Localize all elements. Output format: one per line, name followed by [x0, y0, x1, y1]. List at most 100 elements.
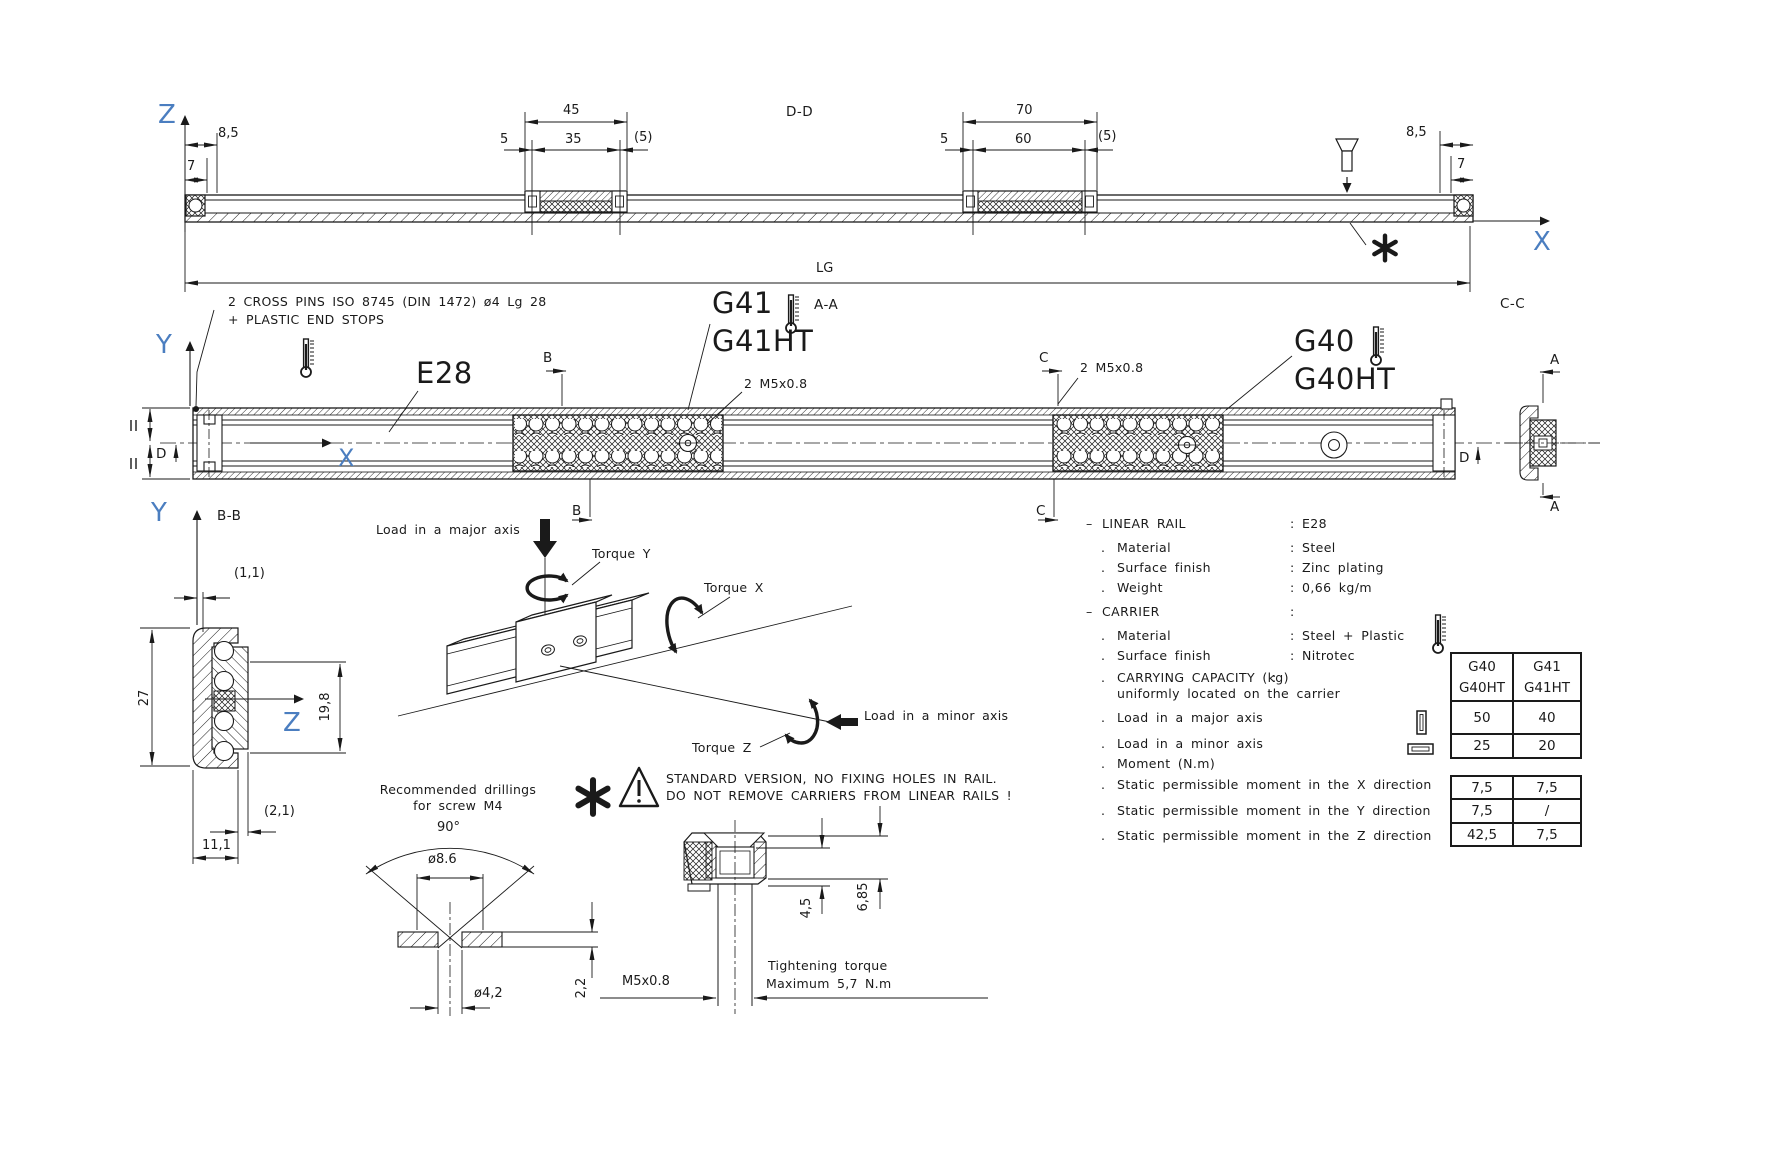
dim-4-5: 4,5 [799, 897, 815, 919]
section-markers [173, 368, 1560, 523]
torque-x-label: Torque X [704, 580, 764, 595]
top-carrier-g41 [524, 190, 628, 214]
note-cross-pins-1: 2 CROSS PINS ISO 8745 (DIN 1472) ø4 Lg 2… [228, 294, 547, 309]
spec-value: : E28 [1290, 516, 1327, 531]
dim-lg: LG [816, 261, 834, 276]
dim-5p-c2: (5) [1098, 129, 1117, 144]
top-view-dimensions [184, 112, 1474, 292]
axis-arrows-top [180, 115, 1550, 232]
torque-z-arrow [784, 698, 820, 745]
table-cell: 7,5 [1514, 777, 1580, 798]
marker-d-left: D [156, 446, 167, 462]
countersunk-screw-icon [1335, 138, 1359, 193]
asterisk-icon [1374, 236, 1395, 261]
section-bb-dimensions [140, 592, 346, 864]
table-cell: 42,5 [1452, 824, 1512, 845]
marker-d-right: D [1459, 450, 1470, 466]
spec-row: –CARRIER [1086, 604, 1160, 619]
spec-value: : Steel [1290, 540, 1336, 555]
end-view-cc [1505, 405, 1600, 481]
drilling-title-2: for screw M4 [413, 798, 503, 813]
load-major-label: Load in a major axis [376, 522, 521, 537]
front-view-rail [130, 293, 1600, 523]
torque-z-label: Torque Z [692, 740, 752, 755]
dim-2-1: (2,1) [264, 804, 295, 819]
thermometer-icon [1431, 613, 1448, 655]
dim-5-c1: 5 [500, 132, 509, 147]
spec-row: .Moment (N.m) [1101, 756, 1216, 771]
torque-x-arrow [665, 596, 704, 654]
section-label-aa: A-A [814, 297, 839, 313]
warning-line-2: DO NOT REMOVE CARRIERS FROM LINEAR RAILS… [666, 788, 1012, 803]
end-stop-left [185, 194, 206, 217]
tightening-torque-2: Maximum 5,7 N.m [766, 976, 892, 991]
axis-x-front-label: X [338, 444, 355, 472]
warning-line-1: STANDARD VERSION, NO FIXING HOLES IN RAI… [666, 771, 997, 786]
spec-row: .Material [1101, 628, 1171, 643]
table-cell: 20 [1514, 735, 1580, 757]
note-m5-2: 2 M5x0.8 [1080, 360, 1144, 375]
load-major-arrow [533, 519, 557, 558]
thermometer-icon [299, 337, 316, 379]
carrier-label-g40ht: G40HT [1294, 362, 1396, 396]
drilling-title-1: Recommended drillings [379, 782, 537, 797]
moment-table: 7,5 7,5 7,5 / 42,5 7,5 [1450, 775, 1582, 847]
dim-70: 70 [1016, 103, 1033, 118]
end-stop-right [1453, 194, 1474, 217]
leaders [193, 309, 1293, 433]
spec-value: : Zinc plating [1290, 560, 1384, 575]
section-bb-view [140, 510, 346, 864]
axis-z-bb-label: Z [283, 708, 301, 738]
major-axis-icon [1416, 710, 1427, 735]
spec-row: .CARRYING CAPACITY (kg) [1101, 670, 1289, 685]
spec-row: .Static permissible moment in the X dire… [1101, 777, 1432, 792]
load-minor-label: Load in a minor axis [864, 708, 1009, 723]
thread-label: M5x0.8 [622, 974, 670, 989]
spec-row: .Load in a major axis [1101, 710, 1264, 725]
spec-value: : Steel + Plastic [1290, 628, 1405, 643]
spec-row: .Material [1101, 540, 1171, 555]
dim-5-c2: 5 [940, 132, 949, 147]
spec-value: : Nitrotec [1290, 648, 1355, 663]
dim-5p-c1: (5) [634, 130, 653, 145]
front-end-cap-left [196, 410, 223, 477]
asterisk-icon [578, 780, 607, 814]
table-cell: 40 [1514, 702, 1580, 733]
top-carrier-g40 [962, 190, 1098, 214]
carrier-label-g40: G40 [1294, 324, 1355, 358]
dim-1-1: (1,1) [234, 566, 265, 581]
table-cell: / [1514, 800, 1580, 822]
dim-dia-4-2: ø4,2 [474, 986, 503, 1001]
dim-60: 60 [1015, 132, 1032, 147]
drilling-detail [365, 847, 598, 1016]
warning-triangle-icon [618, 766, 660, 808]
table-cell: 7,5 [1452, 800, 1512, 822]
top-view-rail [180, 112, 1550, 292]
spec-row: –LINEAR RAIL [1086, 516, 1186, 531]
spec-row: .Surface finish [1101, 560, 1211, 575]
minor-axis-icon [1407, 743, 1434, 755]
note-m5-1: 2 M5x0.8 [744, 376, 808, 391]
marker-a-top: A [1550, 352, 1560, 368]
axis-z-label: Z [158, 100, 176, 130]
table-cell: 7,5 [1452, 777, 1512, 798]
section-label-dd: D-D [786, 104, 814, 120]
spec-row: .Static permissible moment in the Y dire… [1101, 803, 1431, 818]
dim-45: 45 [563, 103, 580, 118]
note-cross-pins-2: + PLASTIC END STOPS [228, 312, 385, 327]
capacity-icons [1407, 613, 1448, 755]
dim-7-right: 7 [1457, 157, 1466, 172]
marker-c-top: C [1039, 350, 1049, 366]
tightening-torque-1: Tightening torque [768, 958, 888, 973]
dim-8-5-right: 8,5 [1406, 125, 1427, 140]
spec-row: .Weight [1101, 580, 1163, 595]
axis-y-label: Y [156, 330, 172, 360]
front-carrier-g41 [512, 414, 724, 472]
front-end-cap-right [1432, 398, 1456, 477]
load-diagram-3d [397, 519, 858, 748]
spec-row: .Surface finish [1101, 648, 1211, 663]
